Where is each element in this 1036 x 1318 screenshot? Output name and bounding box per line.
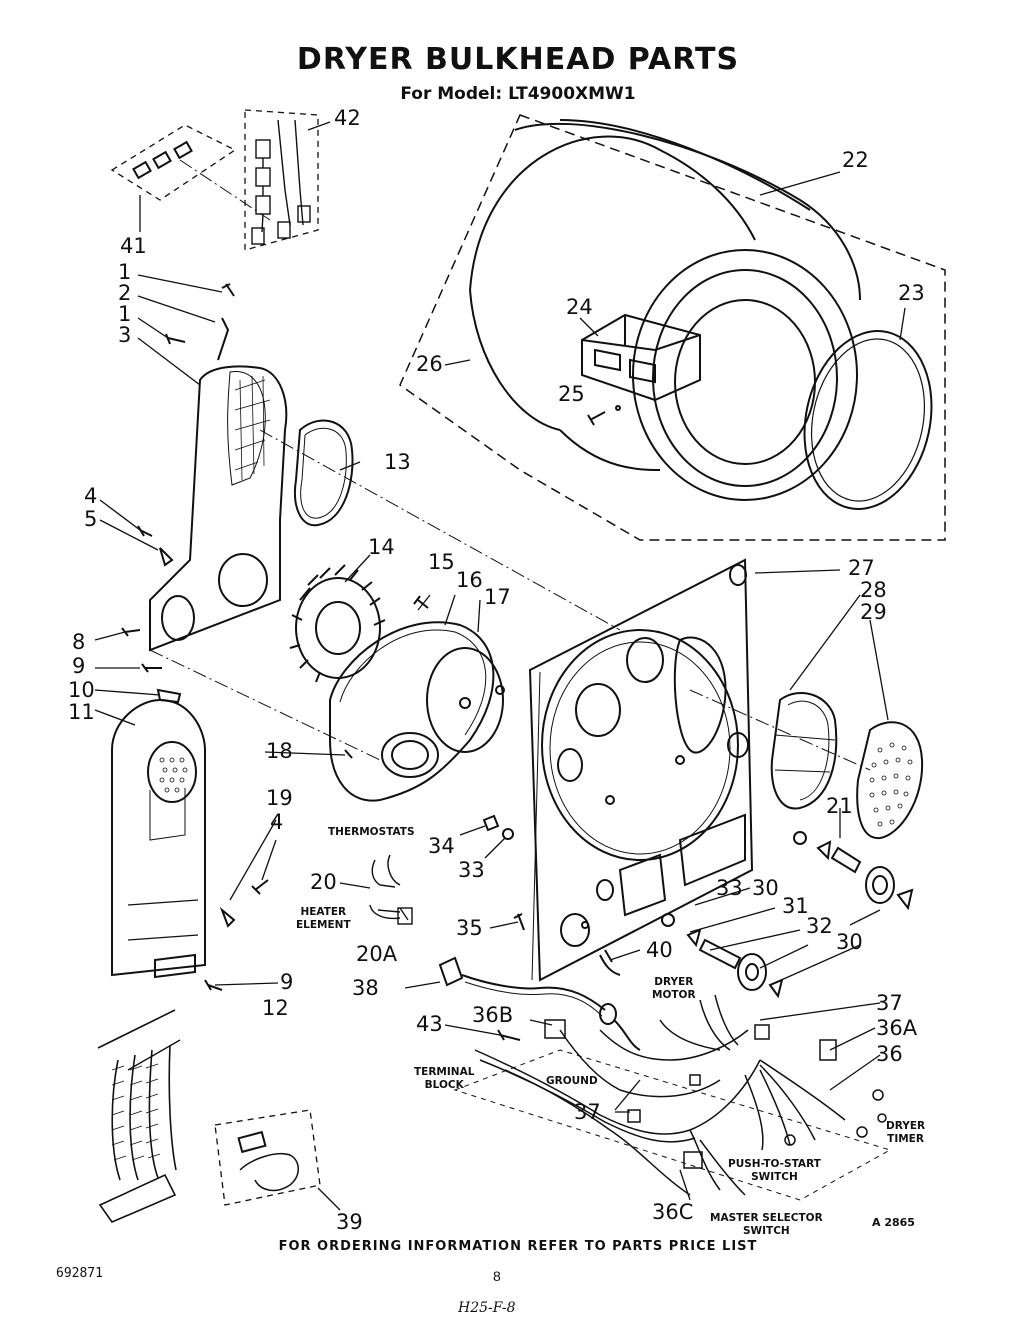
wire-harness — [474, 994, 887, 1196]
service-kit — [214, 1109, 321, 1206]
callout-5: 5 — [84, 507, 98, 531]
callout-1: 1 — [118, 302, 132, 326]
callout-33: 33 — [458, 858, 485, 882]
callout-40: 40 — [646, 938, 673, 962]
callout-43: 43 — [416, 1012, 443, 1036]
blower-screw — [413, 595, 429, 609]
callout-38: 38 — [352, 976, 379, 1000]
callout-39: 39 — [336, 1210, 363, 1234]
callout-42: 42 — [334, 106, 361, 130]
callout-29: 29 — [860, 600, 887, 624]
lint-duct — [111, 698, 206, 979]
blower-wheel — [289, 564, 386, 683]
callout-27: 27 — [848, 556, 875, 580]
callout-22: 22 — [842, 148, 869, 172]
callout-41: 41 — [120, 234, 147, 258]
callout-36b: 36B — [472, 1003, 514, 1027]
thermostat-wires — [369, 854, 413, 925]
callout-33: 33 — [716, 876, 743, 900]
caption-thermostats: THERMOSTATS — [328, 826, 415, 838]
callout-9: 9 — [72, 654, 86, 678]
lint-screen — [856, 721, 924, 840]
leader-lines — [94, 121, 906, 1211]
housing-clip — [344, 749, 353, 759]
left-fasteners — [121, 525, 269, 991]
door-switch-parts — [661, 831, 914, 999]
reference-code: A 2865 — [872, 1216, 915, 1229]
callout-28: 28 — [860, 578, 887, 602]
power-cord — [438, 956, 641, 1051]
drum-group-dashed-boundary — [399, 114, 946, 541]
callout-23: 23 — [898, 281, 925, 305]
front-bulkhead-panel — [528, 558, 754, 982]
callout-12: 12 — [262, 996, 289, 1020]
callout-4: 4 — [270, 810, 284, 834]
dryer-drum — [469, 119, 861, 501]
terminal-kit-dashed-boundary — [110, 124, 237, 201]
callout-32: 32 — [806, 914, 833, 938]
caption-master-selector-switch: MASTER SELECTOR SWITCH — [710, 1212, 823, 1237]
callout-35: 35 — [456, 916, 483, 940]
callout-25: 25 — [558, 382, 585, 406]
top-screws — [165, 283, 235, 361]
callout-36c: 36C — [652, 1200, 694, 1224]
terminal-screw — [497, 1029, 521, 1041]
callout-1: 1 — [118, 260, 132, 284]
terminal-connectors — [132, 140, 193, 180]
callout-36: 36 — [876, 1042, 903, 1066]
callout-18: 18 — [266, 739, 293, 763]
page-number: 8 — [493, 1268, 501, 1284]
caption-terminal-block: TERMINAL BLOCK — [414, 1066, 475, 1091]
callout-17: 17 — [484, 585, 511, 609]
caption-heater-element: HEATER ELEMENT — [296, 906, 351, 931]
callout-11: 11 — [68, 700, 95, 724]
lint-screen-housing — [770, 691, 838, 810]
drum-baffle — [581, 313, 701, 402]
console-base-outline — [453, 1049, 892, 1201]
callout-19: 19 — [266, 786, 293, 810]
callout-37: 37 — [574, 1100, 601, 1124]
caption-dryer-motor: DRYER MOTOR — [652, 976, 696, 1001]
model-subtitle: For Model: LT4900XMW1 — [400, 84, 636, 104]
document-number: 692871 — [56, 1266, 103, 1281]
callout-13: 13 — [384, 450, 411, 474]
callout-9: 9 — [280, 970, 294, 994]
callout-10: 10 — [68, 678, 95, 702]
callout-21: 21 — [826, 794, 853, 818]
alignment-lines — [149, 159, 871, 771]
callout-20a: 20A — [356, 942, 398, 966]
blower-seal-gasket — [294, 419, 354, 527]
callout-8: 8 — [72, 630, 86, 654]
wire-kit-dashed-boundary — [244, 109, 319, 251]
blower-housing-panel — [149, 365, 288, 652]
callout-16: 16 — [456, 568, 483, 592]
callout-34: 34 — [428, 834, 455, 858]
baffle-screw — [587, 405, 621, 426]
callout-30: 30 — [836, 930, 863, 954]
bulkhead-fasteners — [482, 814, 621, 976]
caption-dryer-timer: DRYER TIMER — [886, 1120, 926, 1145]
heater-element-assembly — [97, 1009, 177, 1223]
caption-ground: GROUND — [546, 1075, 598, 1087]
page-title: DRYER BULKHEAD PARTS — [296, 42, 740, 77]
callout-24: 24 — [566, 295, 593, 319]
callout-14: 14 — [368, 535, 395, 559]
wire-kit — [251, 119, 311, 245]
ordering-note: FOR ORDERING INFORMATION REFER TO PARTS … — [278, 1239, 758, 1254]
drum-front-seal — [803, 330, 933, 510]
callout-2: 2 — [118, 281, 132, 305]
callout-31: 31 — [782, 894, 809, 918]
handwritten-note: H25-F-8 — [458, 1300, 516, 1316]
callout-30: 30 — [752, 876, 779, 900]
callout-26: 26 — [416, 352, 443, 376]
callout-15: 15 — [428, 550, 455, 574]
callout-20: 20 — [310, 870, 337, 894]
callout-36a: 36A — [876, 1016, 918, 1040]
blower-housing — [329, 621, 505, 802]
callout-37: 37 — [876, 991, 903, 1015]
callout-4: 4 — [84, 484, 98, 508]
caption-push-to-start-switch: PUSH-TO-START SWITCH — [728, 1158, 821, 1183]
callout-3: 3 — [118, 323, 132, 347]
